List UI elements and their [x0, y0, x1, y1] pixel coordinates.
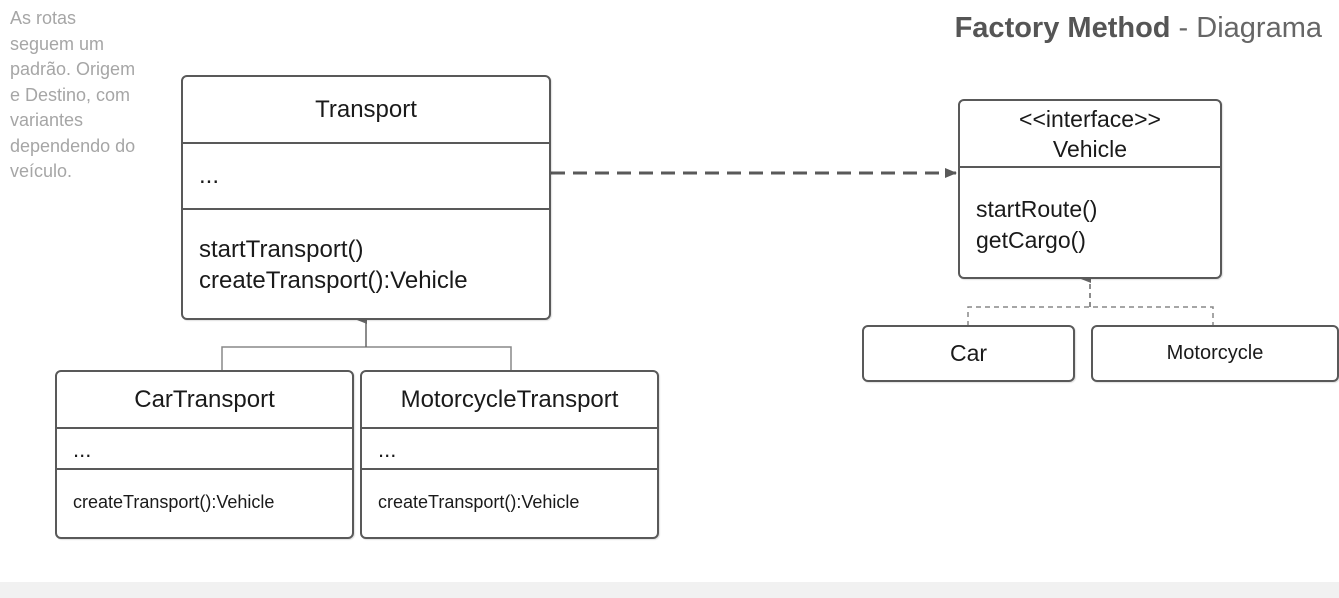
class-transport-attributes: ... — [183, 142, 549, 208]
interface-vehicle-name: Vehicle — [1052, 135, 1128, 162]
class-motorcycle-transport-attributes: ... — [362, 427, 657, 468]
class-transport-attributes-text: ... — [199, 162, 220, 189]
interface-vehicle: <<interface>> Vehicle startRoute() getCa… — [958, 99, 1222, 279]
interface-vehicle-header: <<interface>> Vehicle — [960, 101, 1220, 166]
class-car-transport-attributes: ... — [57, 427, 352, 468]
class-motorcycle-transport: MotorcycleTransport ... createTransport(… — [360, 370, 659, 539]
method-start-transport: startTransport() — [199, 236, 364, 263]
class-motorcycle-transport-name: MotorcycleTransport — [400, 385, 619, 413]
method-get-cargo: getCargo() — [976, 227, 1086, 253]
interface-stereotype: <<interface>> — [1019, 105, 1161, 132]
class-motorcycle-transport-methods: createTransport():Vehicle — [362, 468, 657, 537]
method-create-transport: createTransport():Vehicle — [378, 492, 580, 512]
interface-vehicle-methods: startRoute() getCargo() — [960, 166, 1220, 277]
class-motorcycle-transport-attributes-text: ... — [378, 437, 397, 462]
class-transport: Transport ... startTransport() createTra… — [181, 75, 551, 320]
footer-strip — [0, 582, 1339, 598]
title-separator: - — [1170, 12, 1197, 44]
method-create-transport: createTransport():Vehicle — [73, 492, 275, 512]
class-car-name: Car — [949, 340, 988, 366]
class-motorcycle-name: Motorcycle — [1166, 342, 1264, 364]
inheritance-connector — [221, 346, 512, 371]
class-car-transport: CarTransport ... createTransport():Vehic… — [55, 370, 354, 539]
title-bold: Factory Method — [954, 12, 1171, 44]
class-transport-methods: startTransport() createTransport():Vehic… — [183, 208, 549, 318]
method-start-route: startRoute() — [976, 196, 1098, 222]
class-car: Car — [862, 325, 1075, 382]
page-title: Factory Method - Diagrama — [955, 10, 1322, 46]
class-motorcycle-transport-header: MotorcycleTransport — [362, 372, 657, 427]
class-transport-name: Transport — [315, 95, 417, 123]
class-motorcycle: Motorcycle — [1091, 325, 1339, 382]
class-car-transport-attributes-text: ... — [73, 437, 92, 462]
class-car-transport-name: CarTransport — [134, 385, 275, 413]
class-transport-header: Transport — [183, 77, 549, 142]
method-create-transport: createTransport():Vehicle — [199, 267, 468, 294]
title-light: Diagrama — [1196, 12, 1322, 44]
realization-connector — [967, 306, 1214, 326]
side-note: As rotas seguem um padrão. Origem e Dest… — [10, 8, 136, 181]
class-car-transport-methods: createTransport():Vehicle — [57, 468, 352, 537]
class-car-transport-header: CarTransport — [57, 372, 352, 427]
